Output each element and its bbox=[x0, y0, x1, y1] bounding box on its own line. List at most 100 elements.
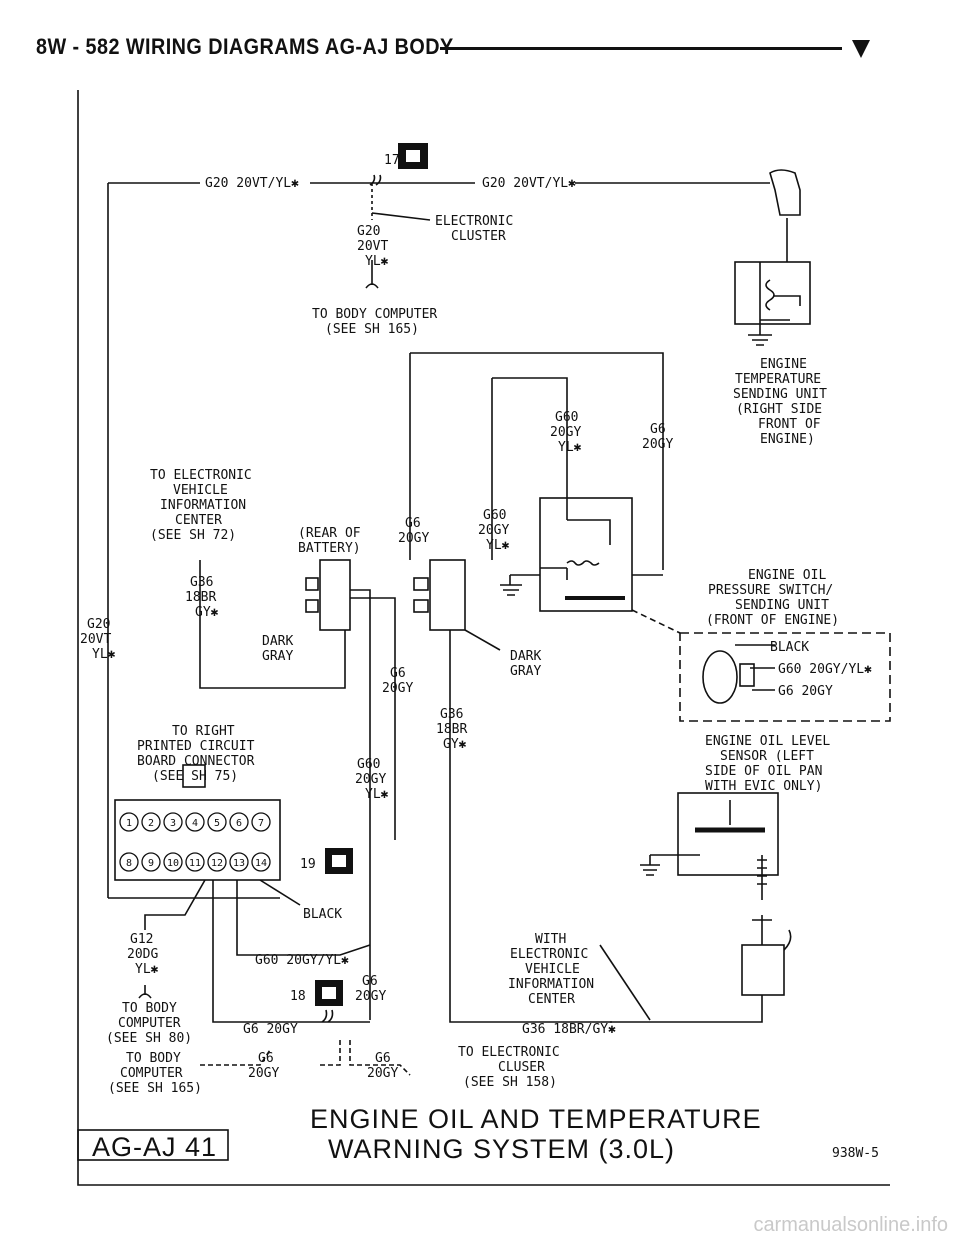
g6-bottom-label: G6 20GY bbox=[243, 1022, 298, 1037]
connector-right bbox=[429, 559, 466, 631]
splice-19-icon bbox=[325, 848, 353, 874]
svg-text:ELECTRONIC: ELECTRONIC bbox=[510, 947, 588, 962]
pcb-pins bbox=[119, 812, 271, 872]
svg-text:WITH: WITH bbox=[535, 932, 566, 947]
g20-left-label: G20 20VT YL✱ bbox=[80, 617, 116, 662]
svg-text:G20: G20 bbox=[87, 617, 110, 632]
box-black-label: BLACK bbox=[770, 640, 809, 655]
svg-text:VEHICLE: VEHICLE bbox=[525, 962, 580, 977]
box-g60-label: G60 20GY/YL✱ bbox=[778, 662, 872, 677]
svg-text:11: 11 bbox=[189, 858, 201, 869]
page-header: 8W - 582 WIRING DIAGRAMS AG-AJ BODY bbox=[0, 0, 960, 80]
svg-text:BATTERY): BATTERY) bbox=[298, 541, 361, 556]
svg-text:(SEE SH 158): (SEE SH 158) bbox=[463, 1075, 557, 1090]
svg-text:CENTER: CENTER bbox=[175, 513, 222, 528]
site-watermark: carmanualsonline.info bbox=[753, 1214, 948, 1236]
svg-text:G6: G6 bbox=[375, 1051, 391, 1066]
header-rule bbox=[440, 47, 842, 50]
svg-text:INFORMATION: INFORMATION bbox=[160, 498, 246, 513]
svg-text:20GY: 20GY bbox=[248, 1066, 279, 1081]
svg-text:8: 8 bbox=[126, 858, 132, 869]
svg-text:G12: G12 bbox=[130, 932, 153, 947]
svg-text:20GY: 20GY bbox=[550, 425, 581, 440]
temp-unit-label: ENGINE TEMPERATURE SENDING UNIT (RIGHT S… bbox=[733, 357, 827, 447]
dark-gray-left-label: DARK GRAY bbox=[262, 634, 293, 664]
g6-mid-label: G6 20GY bbox=[382, 666, 413, 696]
svg-text:YL✱: YL✱ bbox=[558, 440, 582, 455]
svg-text:VEHICLE: VEHICLE bbox=[173, 483, 228, 498]
g6-tbc-label: G6 20GY bbox=[248, 1051, 279, 1081]
svg-text:TO BODY: TO BODY bbox=[126, 1051, 181, 1066]
svg-text:3: 3 bbox=[170, 818, 176, 829]
svg-text:GY✱: GY✱ bbox=[195, 605, 219, 620]
page-code-box: AG-AJ 41 bbox=[77, 1129, 229, 1162]
svg-text:G6: G6 bbox=[390, 666, 406, 681]
temp-sensor-body bbox=[769, 169, 801, 216]
to-body-computer-165b-label: TO BODY COMPUTER (SEE SH 165) bbox=[108, 1051, 202, 1096]
svg-text:G20: G20 bbox=[357, 224, 380, 239]
svg-text:18BR: 18BR bbox=[436, 722, 467, 737]
svg-text:TO RIGHT: TO RIGHT bbox=[172, 724, 235, 739]
svg-text:CLUSER: CLUSER bbox=[498, 1060, 545, 1075]
svg-text:COMPUTER: COMPUTER bbox=[120, 1066, 183, 1081]
g36-wire bbox=[449, 630, 612, 1023]
svg-text:YL✱: YL✱ bbox=[135, 962, 159, 977]
svg-text:20DG: 20DG bbox=[127, 947, 158, 962]
splice-17-label: 17 bbox=[384, 153, 400, 168]
header-triangle-icon bbox=[852, 40, 870, 58]
svg-text:ENGINE: ENGINE bbox=[760, 357, 807, 372]
g20-top-left-label: G20 20VT/YL✱ bbox=[205, 176, 299, 191]
svg-text:(SEE SH 72): (SEE SH 72) bbox=[150, 528, 236, 543]
svg-text:(SEE SH 165): (SEE SH 165) bbox=[108, 1081, 202, 1096]
svg-text:SENDING UNIT: SENDING UNIT bbox=[735, 598, 829, 613]
svg-text:4: 4 bbox=[192, 818, 198, 829]
svg-text:G6: G6 bbox=[405, 516, 421, 531]
svg-text:TO BODY: TO BODY bbox=[122, 1001, 177, 1016]
svg-text:DARK: DARK bbox=[262, 634, 293, 649]
pcb-connector bbox=[114, 799, 281, 881]
g60-connector-label: G60 20GY YL✱ bbox=[478, 508, 510, 553]
svg-text:20GY: 20GY bbox=[355, 989, 386, 1004]
svg-text:20VT: 20VT bbox=[357, 239, 388, 254]
svg-text:7: 7 bbox=[258, 818, 264, 829]
electronic-cluster-label: ELECTRONIC CLUSTER bbox=[435, 214, 513, 244]
g20-mid-label: G20 20VT YL✱ bbox=[357, 224, 389, 269]
svg-text:DARK: DARK bbox=[510, 649, 541, 664]
svg-text:SIDE OF OIL PAN: SIDE OF OIL PAN bbox=[705, 764, 822, 779]
svg-text:20GY: 20GY bbox=[642, 437, 673, 452]
figure-id: 938W-5 bbox=[832, 1146, 879, 1161]
evic-label: TO ELECTRONIC VEHICLE INFORMATION CENTER… bbox=[150, 468, 252, 543]
svg-text:(SEE SH 165): (SEE SH 165) bbox=[325, 322, 419, 337]
svg-text:6: 6 bbox=[236, 818, 242, 829]
svg-text:CENTER: CENTER bbox=[528, 992, 575, 1007]
g6-connector-label: G6 20GY bbox=[398, 516, 429, 546]
svg-text:G60: G60 bbox=[357, 757, 380, 772]
svg-text:G60: G60 bbox=[483, 508, 506, 523]
svg-text:9: 9 bbox=[148, 858, 154, 869]
svg-text:YL✱: YL✱ bbox=[365, 787, 389, 802]
pcb-pin-numbers: 1 2 3 4 5 6 7 8 9 10 11 12 13 14 bbox=[126, 818, 267, 869]
g20-top-right-label: G20 20VT/YL✱ bbox=[482, 176, 576, 191]
svg-text:SENSOR (LEFT: SENSOR (LEFT bbox=[720, 749, 814, 764]
svg-text:TO ELECTRONIC: TO ELECTRONIC bbox=[150, 468, 252, 483]
svg-text:TEMPERATURE: TEMPERATURE bbox=[735, 372, 821, 387]
svg-text:G36: G36 bbox=[190, 575, 213, 590]
temp-sensor-box bbox=[734, 261, 811, 325]
diagram-title-line2: WARNING SYSTEM (3.0L) bbox=[328, 1134, 675, 1164]
svg-text:20GY: 20GY bbox=[382, 681, 413, 696]
svg-text:(SEE SH 75): (SEE SH 75) bbox=[152, 769, 238, 784]
connector-left bbox=[319, 559, 351, 631]
svg-text:GRAY: GRAY bbox=[510, 664, 541, 679]
svg-text:20VT: 20VT bbox=[80, 632, 111, 647]
svg-text:(SEE SH 80): (SEE SH 80) bbox=[106, 1031, 192, 1046]
svg-text:(FRONT OF ENGINE): (FRONT OF ENGINE) bbox=[706, 613, 839, 628]
oil-switch-box bbox=[539, 497, 633, 612]
svg-text:12: 12 bbox=[211, 858, 223, 869]
oil-level-sensor-box bbox=[677, 792, 779, 876]
oil-level-label: ENGINE OIL LEVEL SENSOR (LEFT SIDE OF OI… bbox=[705, 734, 830, 794]
box-g6-label: G6 20GY bbox=[778, 684, 833, 699]
g12-label: G12 20DG YL✱ bbox=[127, 932, 159, 977]
svg-text:2: 2 bbox=[148, 818, 154, 829]
g36-left-label: G36 18BR GY✱ bbox=[185, 575, 219, 620]
